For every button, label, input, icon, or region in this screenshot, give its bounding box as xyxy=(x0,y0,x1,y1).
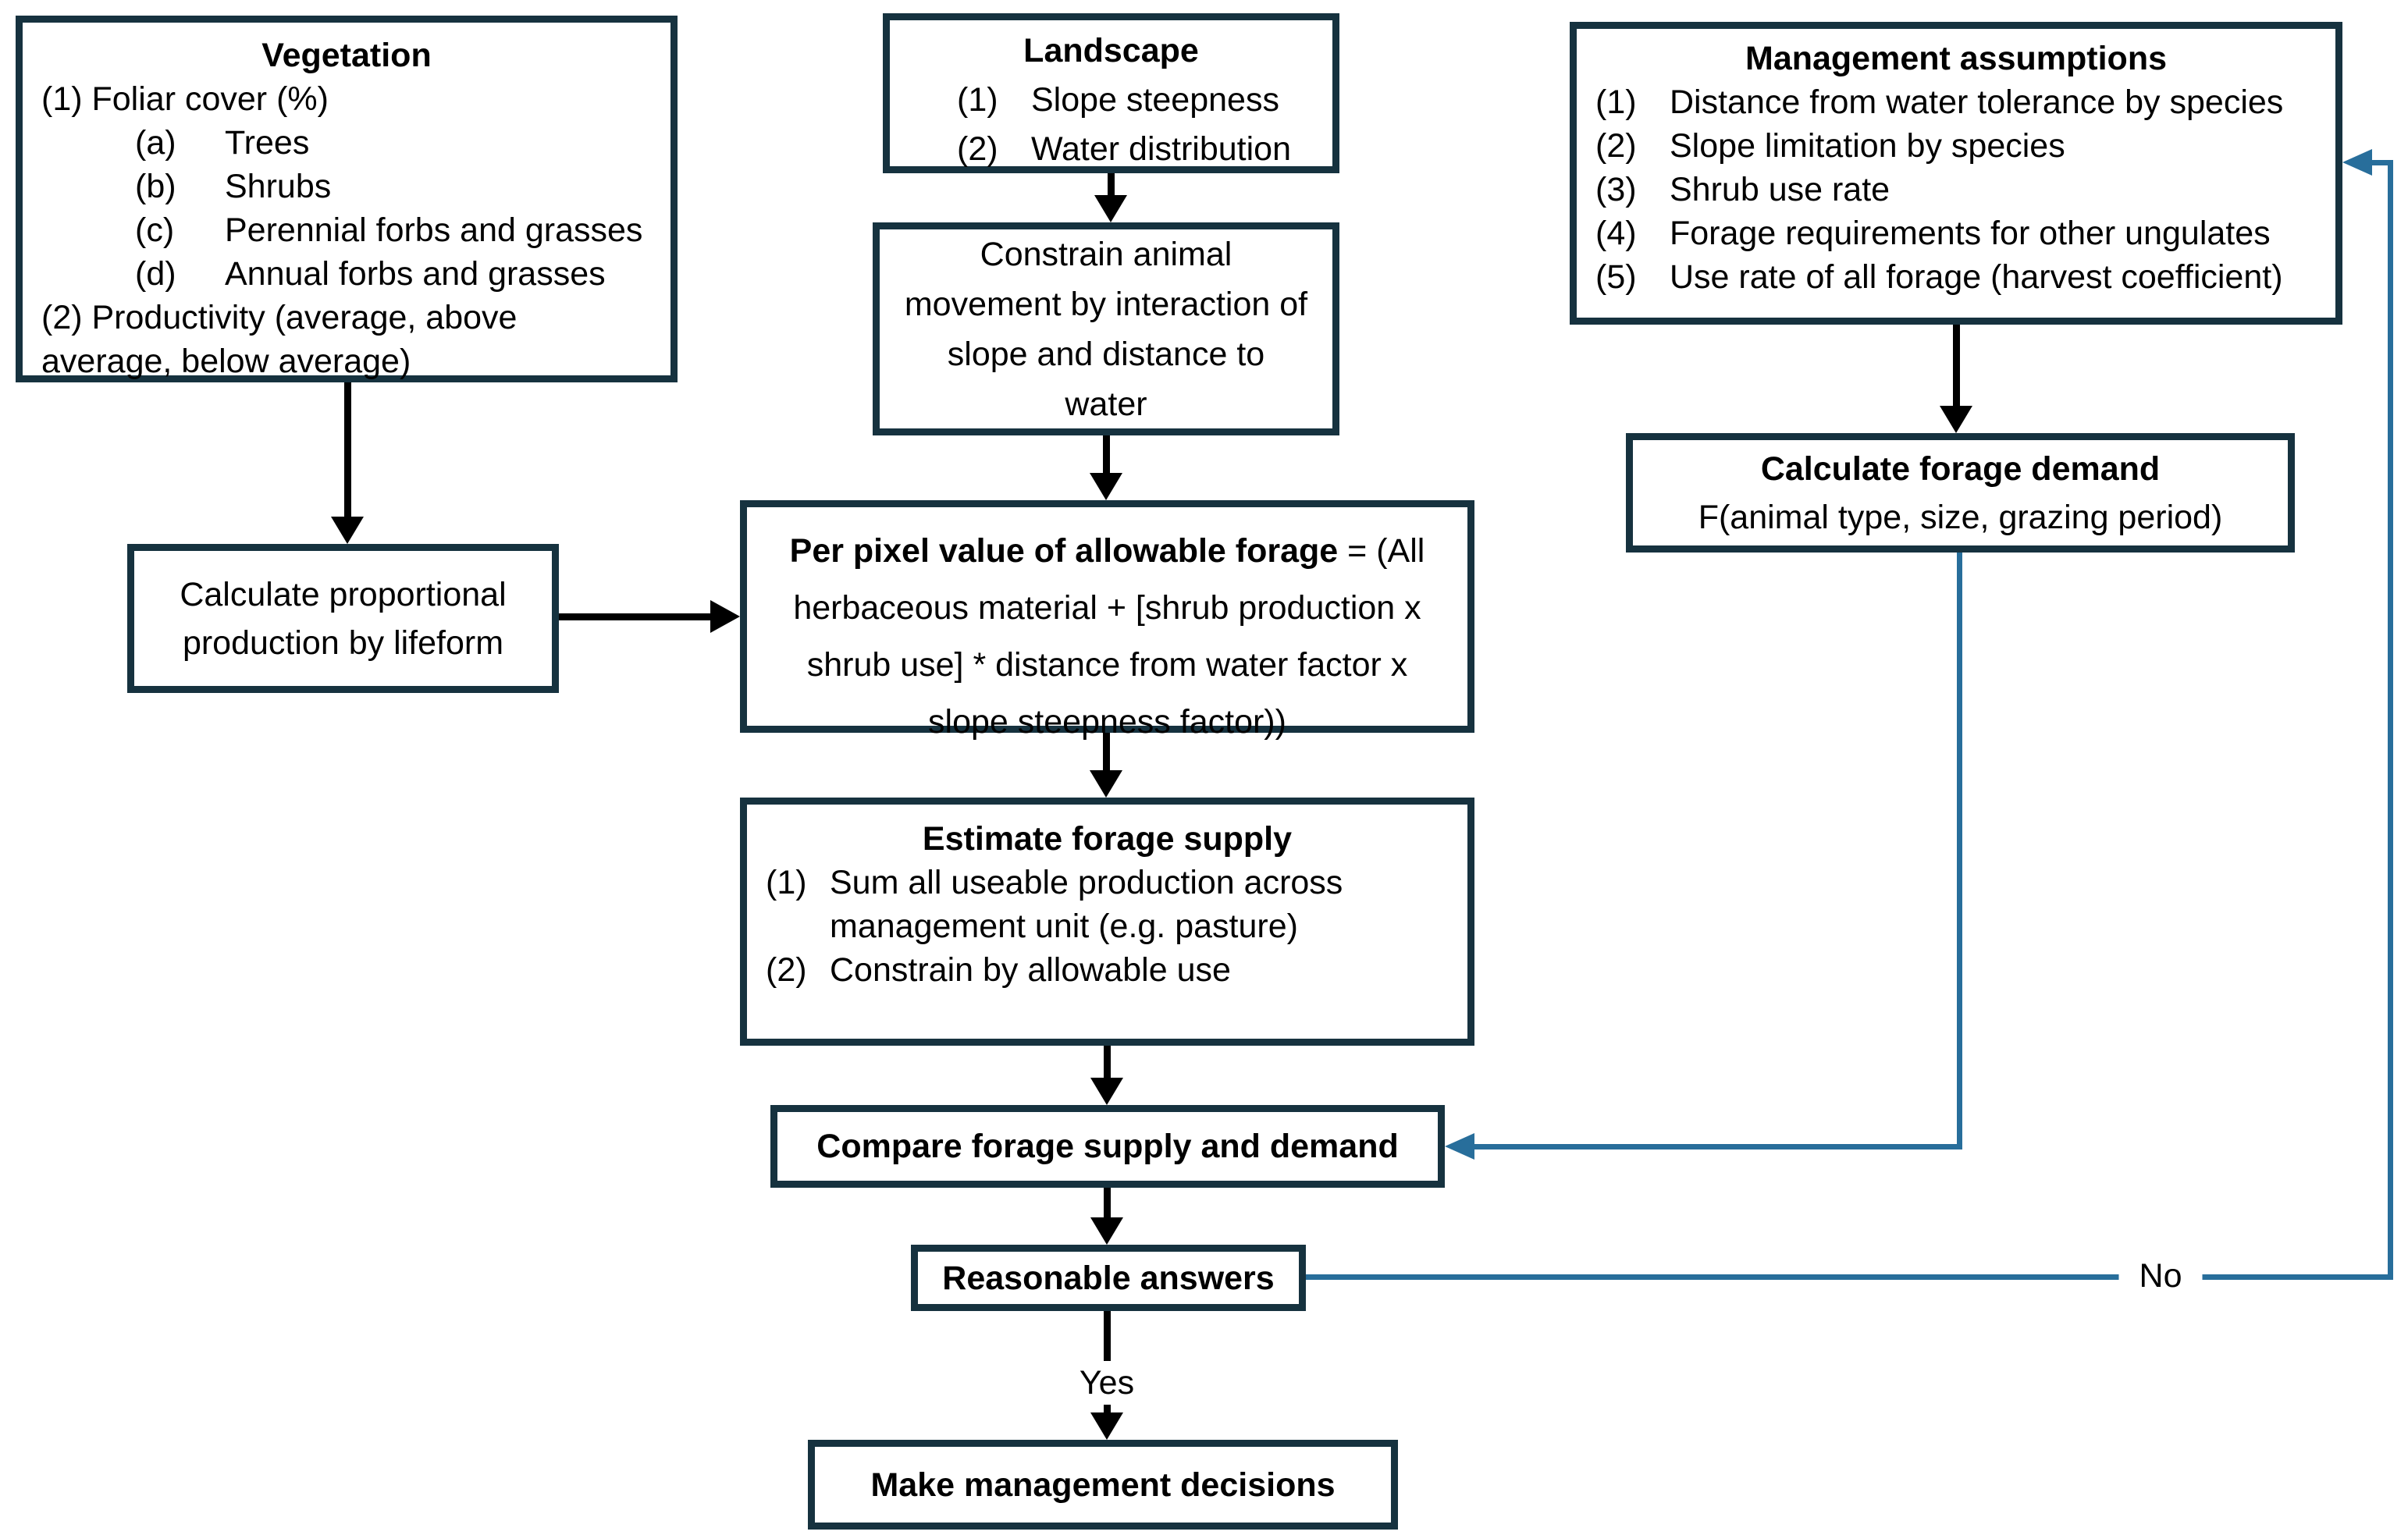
per-pixel-bold-text: Per pixel value of allowable forage xyxy=(789,532,1339,570)
constrain-movement-text: Constrain animal movement by interaction… xyxy=(904,235,1308,423)
management-title: Management assumptions xyxy=(1745,40,2167,77)
management-item: (5) Use rate of all forage (harvest coef… xyxy=(1595,255,2317,299)
reasonable-answers-title: Reasonable answers xyxy=(942,1259,1275,1297)
management-item: (4) Forage requirements for other ungula… xyxy=(1595,211,2317,255)
proportional-production-box: Calculate proportional production by lif… xyxy=(127,544,559,693)
item-text: Slope limitation by species xyxy=(1670,127,2065,165)
sub-item-label: (a) xyxy=(135,124,176,162)
feedback-no-top-horizontal xyxy=(2371,160,2393,165)
arrow-proportional-to-per-pixel xyxy=(559,613,712,620)
vegetation-item-1: (1) Foliar cover (%) xyxy=(41,80,329,118)
feedback-demand-to-compare-vertical xyxy=(1957,553,1962,1149)
constrain-movement-box: Constrain animal movement by interaction… xyxy=(873,222,1339,435)
arrowhead-down-icon xyxy=(1090,1078,1123,1105)
per-pixel-line: shrub use] * distance from water factor … xyxy=(806,646,1408,684)
sub-item-text: Shrubs xyxy=(225,168,332,205)
per-pixel-line: Per pixel value of allowable forage = (A… xyxy=(766,523,1449,580)
arrow-management-to-demand xyxy=(1953,325,1960,407)
vegetation-title: Vegetation xyxy=(261,37,432,74)
item-label: (1) xyxy=(1595,84,1637,121)
per-pixel-forage-box: Per pixel value of allowable forage = (A… xyxy=(740,500,1474,741)
item-text: Slope steepness xyxy=(1031,81,1279,119)
item-label: (3) xyxy=(1595,171,1637,208)
sub-item-text: Trees xyxy=(225,124,310,162)
proportional-production-text: Calculate proportional production by lif… xyxy=(180,575,507,662)
arrow-per-pixel-to-estimate xyxy=(1103,733,1110,772)
arrowhead-right-icon xyxy=(710,600,740,633)
management-item: (1) Distance from water tolerance by spe… xyxy=(1595,80,2317,124)
sub-item-label: (c) xyxy=(135,211,175,249)
arrowhead-down-icon xyxy=(1090,1217,1123,1245)
no-label: No xyxy=(2118,1254,2203,1298)
per-pixel-normal-text: = (All xyxy=(1338,532,1425,570)
arrowhead-left-blue-icon xyxy=(1445,1133,1474,1160)
item-label: (1) xyxy=(766,864,807,901)
arrow-compare-to-reasonable xyxy=(1104,1188,1111,1219)
arrowhead-down-icon xyxy=(1090,1412,1123,1440)
management-item: (2) Slope limitation by species xyxy=(1595,124,2317,168)
item-text: Shrub use rate xyxy=(1670,171,1890,208)
vegetation-sub-item: (b) Shrubs xyxy=(135,165,652,208)
management-decisions-box: Make management decisions xyxy=(808,1440,1398,1530)
estimate-supply-item: (2) Constrain by allowable use xyxy=(766,948,1449,992)
landscape-title: Landscape xyxy=(1023,32,1199,69)
item-label: (5) xyxy=(1595,258,1637,296)
forage-demand-box: Calculate forage demand F(animal type, s… xyxy=(1626,433,2295,553)
item-text: Constrain by allowable use xyxy=(830,951,1231,989)
item-text: Sum all useable production across manage… xyxy=(830,864,1343,945)
arrow-vegetation-to-proportional xyxy=(344,382,351,517)
vegetation-sub-item: (c) Perennial forbs and grasses xyxy=(135,208,652,252)
feedback-no-horizontal xyxy=(1306,1274,2393,1280)
management-item: (3) Shrub use rate xyxy=(1595,168,2317,211)
arrowhead-left-blue-icon xyxy=(2342,149,2372,176)
forage-demand-title: Calculate forage demand xyxy=(1760,449,2161,488)
estimate-supply-item: (1) Sum all useable production across ma… xyxy=(766,861,1449,948)
arrowhead-down-icon xyxy=(1094,195,1127,222)
item-text: Forage requirements for other ungulates xyxy=(1670,215,2271,252)
arrowhead-down-icon xyxy=(331,517,364,544)
arrow-constrain-to-per-pixel xyxy=(1103,435,1110,474)
vegetation-item-2: (2) Productivity (average, above average… xyxy=(41,299,518,380)
arrowhead-down-icon xyxy=(1090,770,1122,798)
item-label: (1) xyxy=(957,81,998,119)
yes-label: Yes xyxy=(1058,1361,1155,1405)
forage-demand-formula: F(animal type, size, grazing period) xyxy=(1698,498,2223,536)
vegetation-sub-item: (a) Trees xyxy=(135,121,652,165)
per-pixel-line: herbaceous material + [shrub production … xyxy=(793,589,1421,627)
item-label: (2) xyxy=(957,130,998,168)
landscape-box: Landscape (1) Slope steepness (2) Water … xyxy=(883,13,1339,173)
feedback-no-vertical xyxy=(2388,160,2393,1280)
item-text: Distance from water tolerance by species xyxy=(1670,84,2284,121)
sub-item-label: (d) xyxy=(135,255,176,293)
vegetation-sub-item: (d) Annual forbs and grasses xyxy=(135,252,652,296)
item-label: (2) xyxy=(766,951,807,989)
sub-item-label: (b) xyxy=(135,168,176,205)
vegetation-box: Vegetation (1) Foliar cover (%) (a) Tree… xyxy=(16,16,678,382)
arrowhead-down-icon xyxy=(1090,473,1122,500)
item-text: Water distribution xyxy=(1031,130,1291,168)
item-label: (2) xyxy=(1595,127,1637,165)
estimate-supply-box: Estimate forage supply (1) Sum all useab… xyxy=(740,798,1474,1046)
item-text: Use rate of all forage (harvest coeffici… xyxy=(1670,258,2283,296)
landscape-item: (1) Slope steepness xyxy=(957,76,1314,125)
compare-supply-demand-title: Compare forage supply and demand xyxy=(816,1128,1399,1165)
compare-supply-demand-box: Compare forage supply and demand xyxy=(770,1105,1445,1188)
sub-item-text: Perennial forbs and grasses xyxy=(225,211,643,249)
feedback-demand-to-compare-horizontal xyxy=(1473,1144,1962,1149)
arrow-landscape-to-constrain xyxy=(1108,173,1115,197)
management-decisions-title: Make management decisions xyxy=(870,1466,1336,1504)
item-label: (4) xyxy=(1595,215,1637,252)
estimate-supply-title: Estimate forage supply xyxy=(922,820,1293,858)
landscape-item: (2) Water distribution xyxy=(957,125,1314,174)
reasonable-answers-box: Reasonable answers xyxy=(911,1245,1306,1311)
sub-item-text: Annual forbs and grasses xyxy=(225,255,606,293)
arrowhead-down-icon xyxy=(1940,406,1972,433)
arrow-estimate-to-compare xyxy=(1104,1046,1111,1079)
management-assumptions-box: Management assumptions (1) Distance from… xyxy=(1570,22,2342,325)
